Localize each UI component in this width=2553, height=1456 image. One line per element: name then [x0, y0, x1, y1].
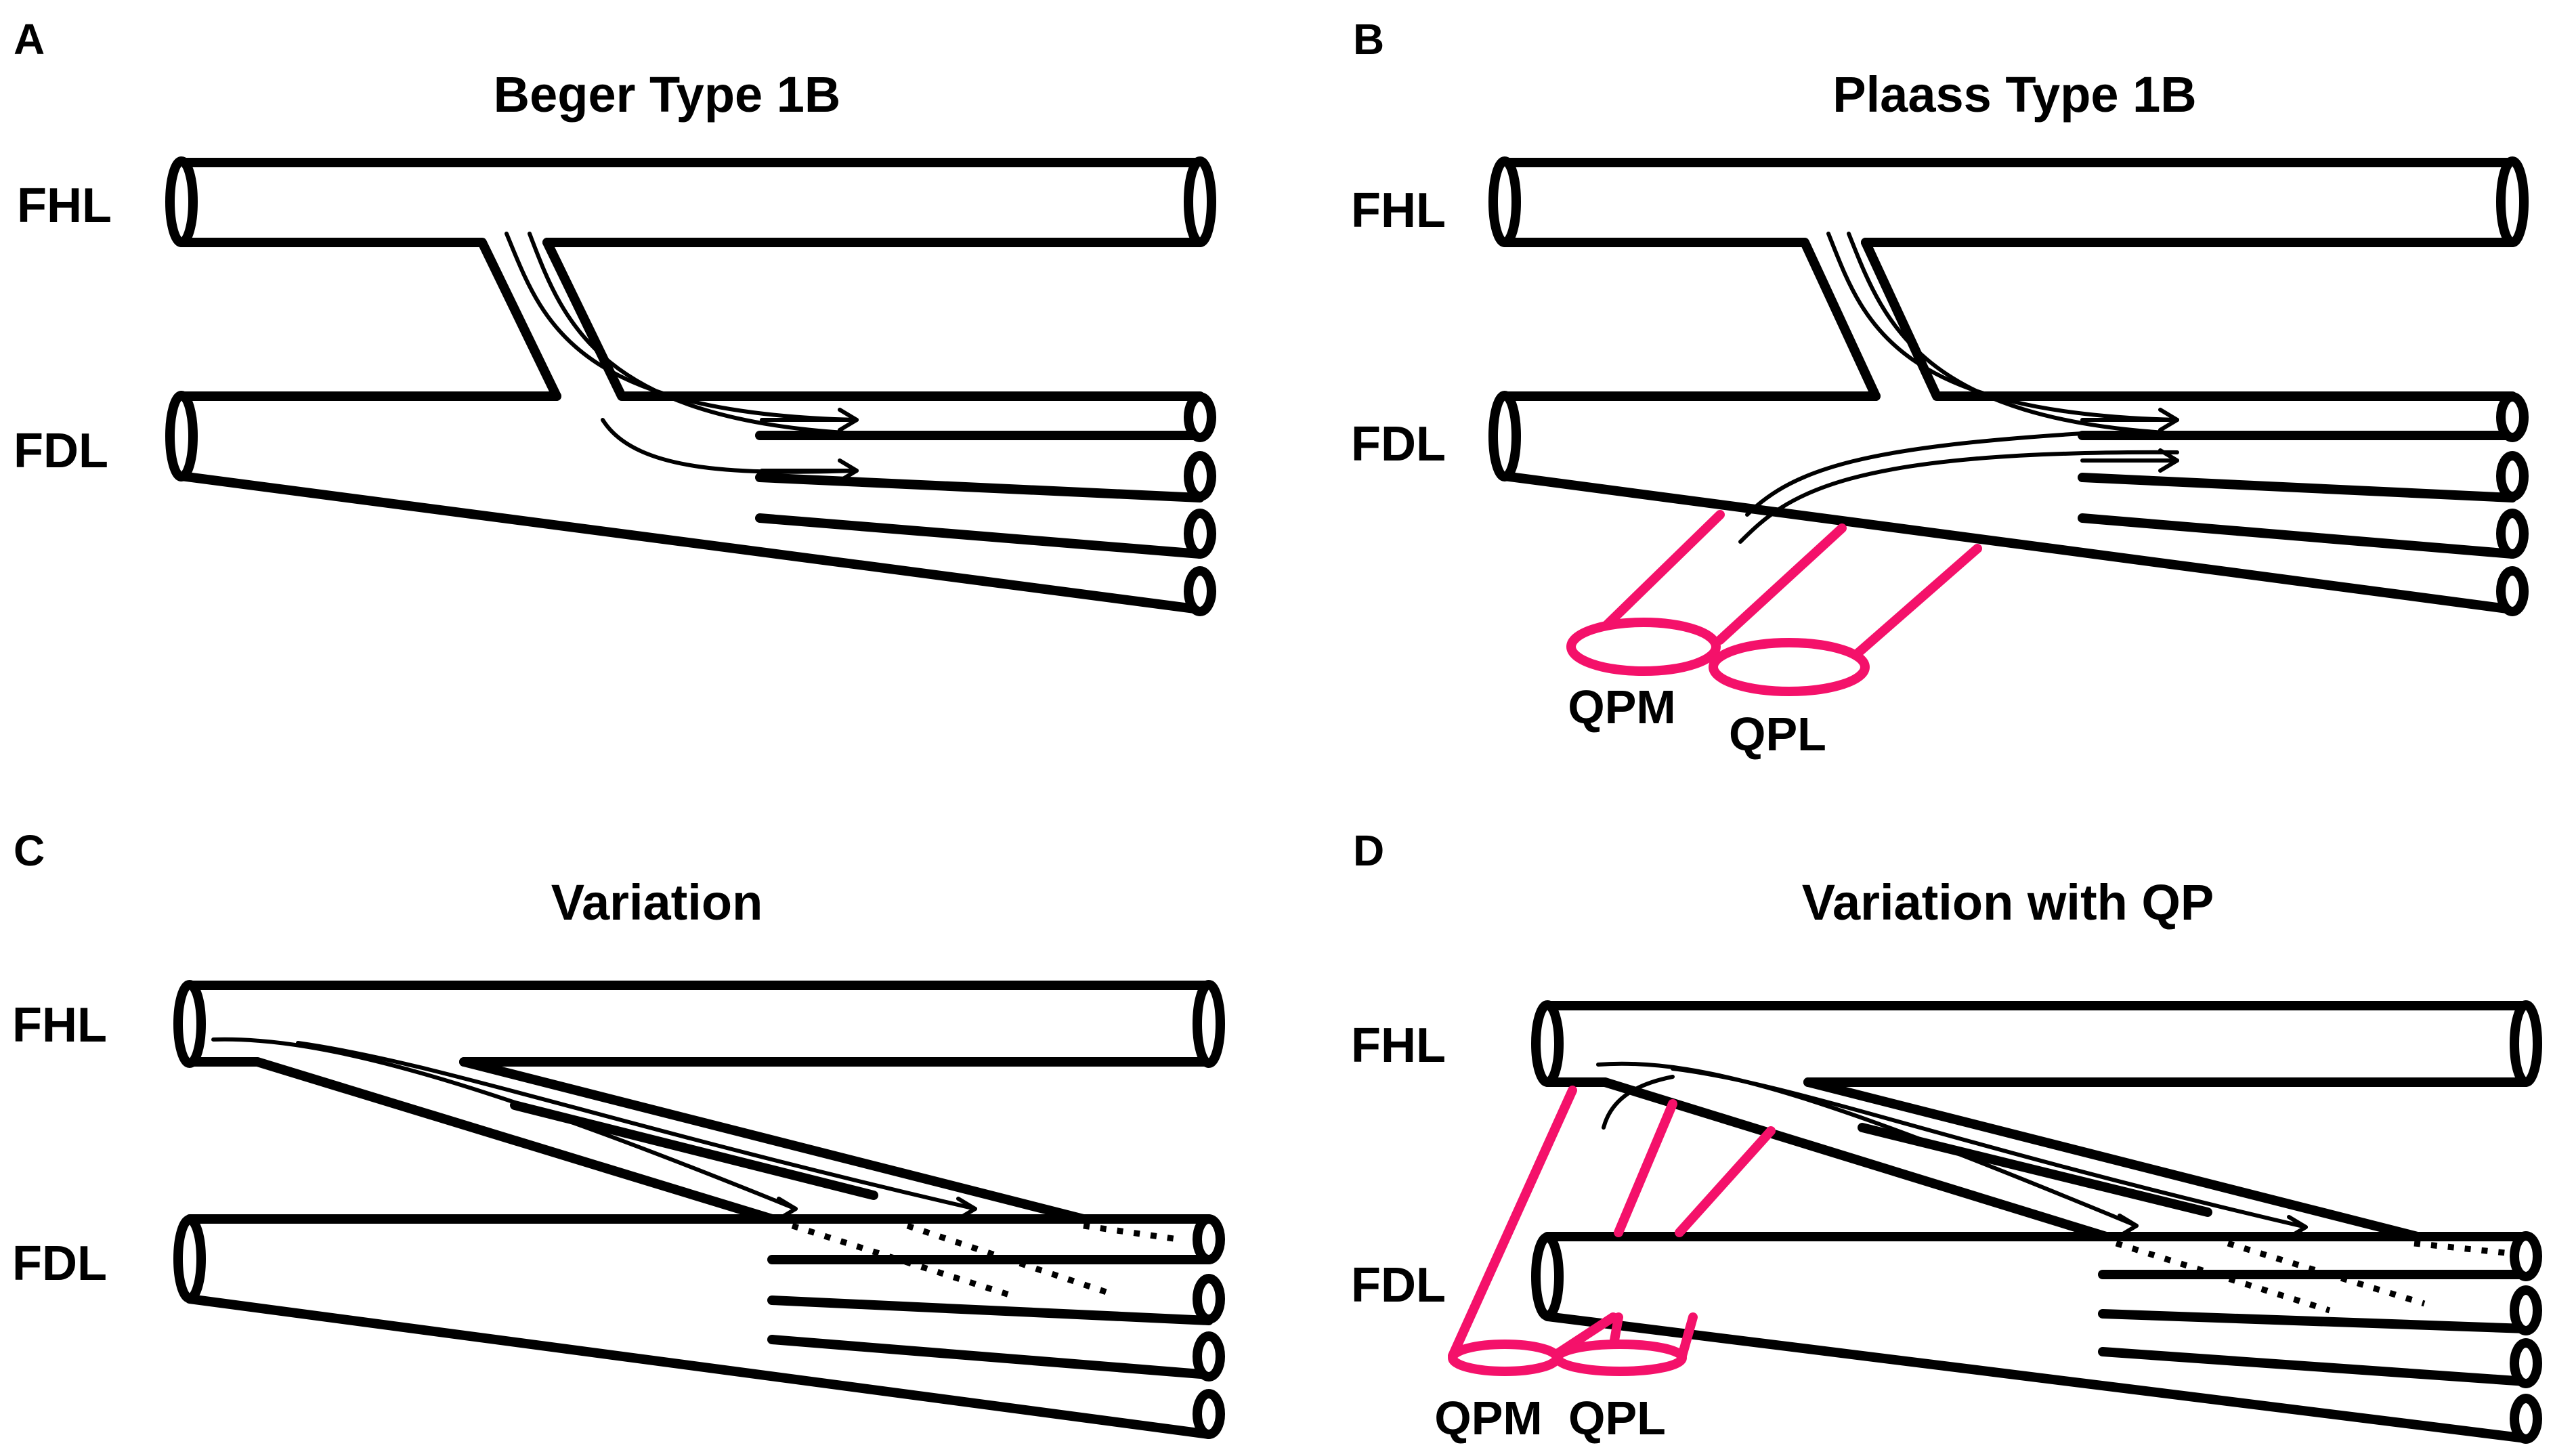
fdl-tendon-b [1488, 391, 2529, 616]
panel-title-b: Plaass Type 1B [1832, 66, 2196, 123]
qpm-label-d: QPM [1434, 1392, 1542, 1444]
fdl-tendon-d [1531, 1231, 2542, 1444]
panel-title-d: Variation with QP [1802, 874, 2214, 930]
panel-b: B Plaass Type 1B FHL FDL [1351, 15, 2529, 761]
panel-letter-a: A [14, 15, 45, 64]
fhl-tendon-d [1531, 1000, 2542, 1087]
fdl-label-b: FDL [1351, 417, 1446, 471]
qpl-label-d: QPL [1568, 1392, 1666, 1444]
panel-letter-b: B [1353, 15, 1384, 64]
panel-letter-c: C [14, 826, 45, 875]
fhl-label-d: FHL [1351, 1019, 1446, 1073]
fdl-label-d: FDL [1351, 1258, 1446, 1312]
fhl-tendon-a [165, 156, 1216, 401]
fdl-label-a: FDL [14, 424, 108, 478]
fhl-label-c: FHL [12, 998, 107, 1052]
fdl-tendon-c [173, 1214, 1225, 1439]
fhl-label-b: FHL [1351, 184, 1446, 238]
panel-a: A Beger Type 1B FHL FDL [14, 15, 1216, 616]
panel-letter-d: D [1353, 826, 1384, 875]
panel-title-a: Beger Type 1B [494, 66, 841, 123]
quadratus-plantae-b [1566, 510, 1982, 696]
qpl-label-b: QPL [1729, 708, 1826, 761]
fhl-slip-d [1596, 1061, 2506, 1314]
fhl-label-a: FHL [17, 179, 112, 233]
fhl-slip-b [1738, 232, 2517, 544]
fhl-tendon-c [173, 980, 1225, 1068]
quadratus-plantae-d [1448, 1086, 1776, 1376]
panel-d: D Variation with QP FHL FDL [1351, 826, 2542, 1444]
fhl-tendon-b [1488, 156, 2529, 401]
fdl-label-c: FDL [12, 1237, 107, 1291]
qpm-label-b: QPM [1568, 681, 1675, 733]
fhl-slip-a [505, 232, 1205, 483]
panel-title-c: Variation [551, 874, 763, 930]
panel-c: C Variation FHL FDL [12, 826, 1225, 1439]
fdl-tendon-a [165, 391, 1216, 616]
